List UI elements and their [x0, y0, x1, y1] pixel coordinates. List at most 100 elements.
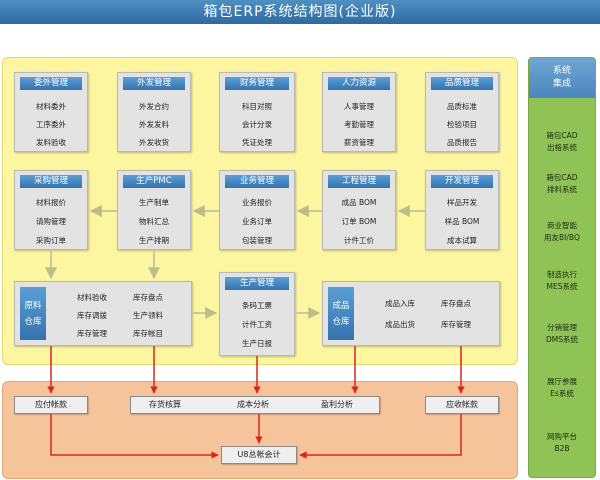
module-item: 检验项目 — [447, 120, 477, 129]
module-quality: 品质管理 品质标准 检验项目 品质报告 — [425, 72, 499, 152]
integration-item-line: 制造执行 — [547, 270, 577, 279]
module-production-pmc: 生产PMC 生产制单 物料汇总 生产排期 — [117, 170, 191, 250]
module-item: 库存盘点 — [441, 299, 471, 308]
module-title-line: 仓库 — [332, 316, 350, 327]
integration-item-line: MES系统 — [546, 282, 578, 291]
integration-item-b2b: 网购平台 B2B — [529, 431, 595, 455]
module-item: 样品 BOM — [444, 217, 480, 226]
module-item: 科目对照 — [242, 102, 272, 111]
module-title: 开发管理 — [431, 175, 493, 188]
module-title: 生产PMC — [123, 175, 185, 188]
integration-item-cad-cutting: 箱包CAD 出格系统 — [529, 130, 595, 154]
integration-item-es: 展厅参展 Es系统 — [529, 376, 595, 400]
module-item: 成品出货 — [385, 320, 415, 329]
inventory-accounting-label: 存货核算 — [149, 400, 181, 409]
integration-item-line: 箱包CAD — [546, 173, 578, 182]
module-item: 业务订单 — [242, 217, 272, 226]
module-title: 原料 仓库 — [20, 287, 46, 340]
module-item: 生产日报 — [242, 339, 272, 348]
module-title: 采购管理 — [20, 175, 82, 188]
module-purchasing: 采购管理 材料报价 请购管理 采购订单 — [14, 170, 88, 250]
module-item: 库存调拨 — [77, 311, 107, 320]
module-item: 发料验收 — [36, 138, 66, 147]
integration-item-line: 网购平台 — [547, 432, 577, 441]
module-business: 业务管理 业务报价 业务订单 包装管理 — [219, 170, 295, 250]
integration-item-line: 箱包CAD — [546, 131, 578, 140]
analysis-box: 存货核算 成本分析 盈利分析 — [130, 396, 380, 414]
diagram-title: 箱包ERP系统结构图(企业版) — [0, 0, 600, 24]
module-item: 采购订单 — [36, 236, 66, 245]
accounts-receivable-box: 应收帐款 — [425, 396, 499, 414]
module-item: 材料验收 — [77, 293, 107, 302]
module-item: 样品开发 — [447, 198, 477, 207]
module-development: 开发管理 样品开发 样品 BOM 成本试算 — [425, 170, 499, 250]
integration-item-line: 排料系统 — [547, 185, 577, 194]
module-item: 库存管理 — [77, 329, 107, 338]
module-title: 品质管理 — [431, 77, 493, 90]
module-item: 请购管理 — [36, 217, 66, 226]
module-item: 成品入库 — [385, 299, 415, 308]
integration-item-line: DMS系统 — [545, 335, 578, 344]
integration-item-bi: 商业智能 用友BI/BQ — [529, 220, 595, 244]
integration-item-line: 商业智能 — [547, 221, 577, 230]
integration-item-line: 出格系统 — [547, 143, 577, 152]
module-title: 生产管理 — [225, 277, 289, 290]
module-item: 外发合约 — [139, 102, 169, 111]
integration-item-line: 用友BI/BQ — [544, 233, 580, 242]
module-title: 财务管理 — [225, 77, 289, 90]
system-integration-title: 系统 集成 — [529, 58, 595, 98]
module-outsourcing: 委外管理 材料委外 工序委外 发料验收 — [14, 72, 88, 152]
module-item: 成本试算 — [447, 236, 477, 245]
integration-item-line: B2B — [554, 444, 570, 453]
integration-item-line: 分销管理 — [547, 323, 577, 332]
integration-item-dms: 分销管理 DMS系统 — [529, 322, 595, 346]
module-title: 成品 仓库 — [328, 287, 354, 340]
module-item: 库存管理 — [441, 320, 471, 329]
module-item: 外发发料 — [139, 120, 169, 129]
integration-item-line: 展厅参展 — [547, 377, 577, 386]
module-item: 材料报价 — [36, 198, 66, 207]
cost-analysis-label: 成本分析 — [237, 400, 269, 409]
profit-analysis-label: 盈利分析 — [321, 400, 353, 409]
module-item: 品质报告 — [447, 138, 477, 147]
module-title: 业务管理 — [225, 175, 289, 188]
module-production-management: 生产管理 条码工票 计件工资 生产日报 — [219, 272, 295, 356]
accounts-payable-box: 应付帐款 — [14, 396, 88, 414]
module-title-line: 成品 — [332, 300, 350, 311]
module-material-warehouse: 原料 仓库 材料验收 库存调拨 库存管理 库存盘点 生产领料 库存帐目 — [14, 281, 192, 346]
module-title: 外发管理 — [123, 77, 185, 90]
panel-title-line: 集成 — [552, 79, 571, 89]
module-title: 委外管理 — [20, 77, 82, 90]
module-item: 生产排期 — [139, 236, 169, 245]
module-item: 人事管理 — [344, 102, 374, 111]
module-title: 人力资源 — [328, 77, 390, 90]
module-item: 物料汇总 — [139, 217, 169, 226]
module-title-line: 原料 — [24, 300, 42, 311]
module-external-processing: 外发管理 外发合约 外发发料 外发收货 — [117, 72, 191, 152]
module-item: 生产领料 — [133, 311, 163, 320]
module-item: 计件工资 — [242, 320, 272, 329]
module-human-resources: 人力资源 人事管理 考勤管理 薪资管理 — [322, 72, 396, 152]
module-item: 材料委外 — [36, 102, 66, 111]
general-ledger-box: U8总帐会计 — [221, 446, 297, 464]
module-item: 业务报价 — [242, 198, 272, 207]
system-integration-panel: 系统 集成 箱包CAD 出格系统 箱包CAD 排料系统 商业智能 用友BI/BQ… — [528, 57, 596, 478]
module-item: 库存帐目 — [133, 329, 163, 338]
integration-item-cad-layout: 箱包CAD 排料系统 — [529, 172, 595, 196]
module-item: 薪资管理 — [344, 138, 374, 147]
module-item: 工序委外 — [36, 120, 66, 129]
module-item: 订单 BOM — [341, 217, 377, 226]
module-item: 成品 BOM — [341, 198, 377, 207]
module-item: 考勤管理 — [344, 120, 374, 129]
module-item: 凭证处理 — [242, 138, 272, 147]
integration-item-line: Es系统 — [550, 389, 574, 398]
module-item: 包装管理 — [242, 236, 272, 245]
module-item: 品质标准 — [447, 102, 477, 111]
module-item: 计件工价 — [344, 236, 374, 245]
module-engineering: 工程管理 成品 BOM 订单 BOM 计件工价 — [322, 170, 396, 250]
panel-title-line: 系统 — [552, 66, 571, 76]
module-item: 外发收货 — [139, 138, 169, 147]
module-item: 会计分录 — [242, 120, 272, 129]
module-finished-warehouse: 成品 仓库 成品入库 成品出货 库存盘点 库存管理 — [322, 281, 500, 346]
module-item: 条码工票 — [242, 301, 272, 310]
